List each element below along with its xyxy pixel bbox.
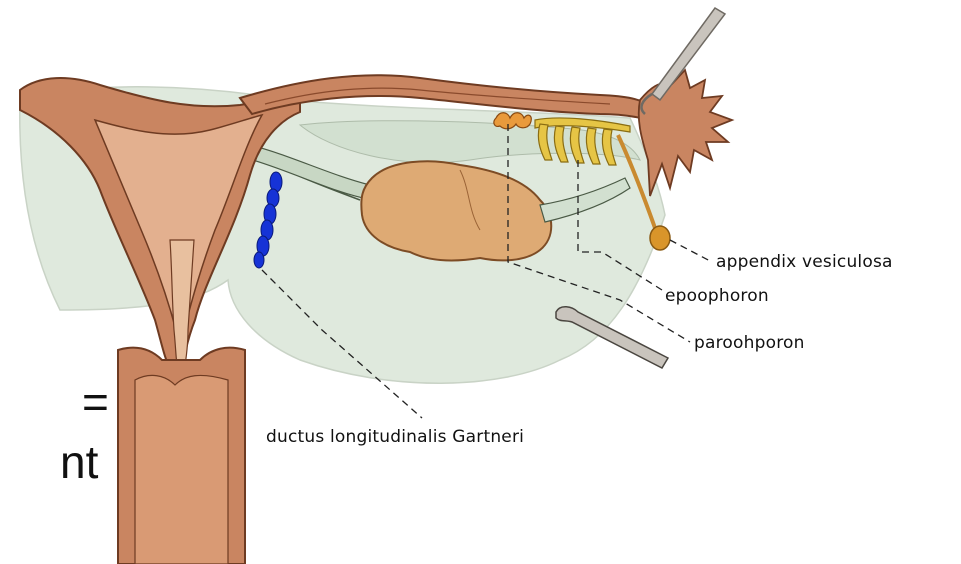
slide-text-fragment-2: nt [60,436,99,488]
leader-appendix [670,240,712,262]
label-paroophoron: paroohporon [694,333,805,353]
label-gartner-duct: ductus longitudinalis Gartneri [266,427,524,447]
appendix-vesiculosa [650,226,670,250]
fimbriae [639,70,732,196]
slide-text-fragment-1: = [82,376,109,428]
label-appendix-vesiculosa: appendix vesiculosa [716,252,893,272]
vaginal-lumen [135,375,228,564]
label-epoophoron: epoophoron [665,286,769,306]
